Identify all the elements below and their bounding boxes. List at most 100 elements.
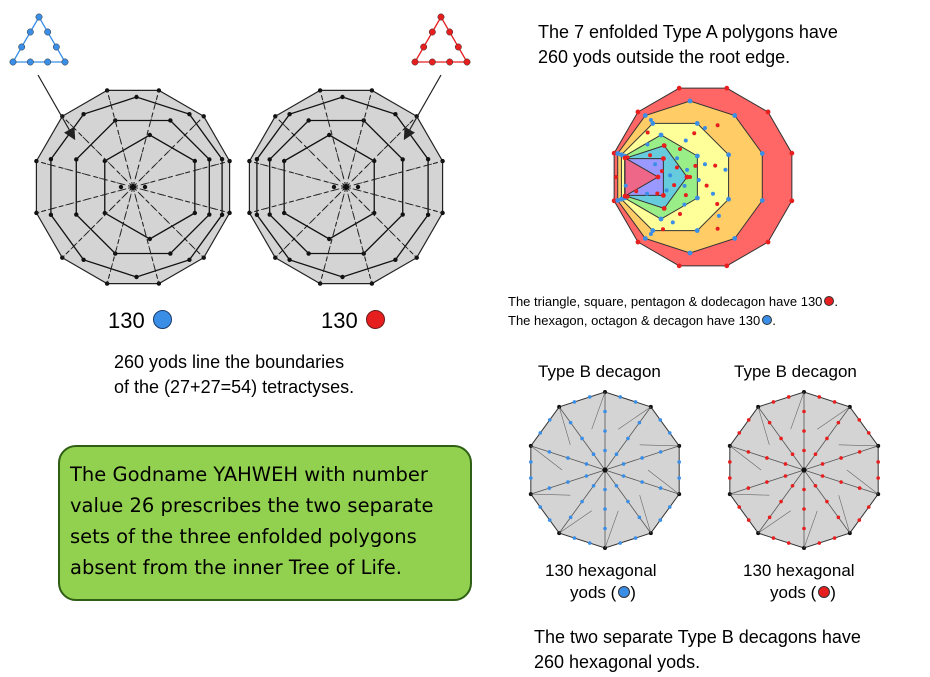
arrow-right bbox=[403, 74, 442, 141]
hexagonal-yod bbox=[771, 400, 776, 404]
tetractys-yod bbox=[9, 58, 17, 66]
center-dot bbox=[331, 184, 337, 190]
type-a-inner-yod bbox=[634, 189, 639, 194]
vertex-dot bbox=[74, 212, 79, 217]
vertex-dot bbox=[281, 210, 287, 216]
decagon-inner-line bbox=[558, 510, 592, 534]
hexagonal-yod bbox=[825, 499, 829, 504]
type-a-yod bbox=[694, 153, 700, 159]
hexagonal-yod bbox=[802, 429, 806, 433]
hexagonal-yod bbox=[667, 431, 672, 435]
hexagonal-yod bbox=[547, 450, 552, 454]
type-a-yod bbox=[650, 121, 656, 126]
count-red-label: 130 bbox=[321, 308, 385, 334]
hexagonal-yod bbox=[779, 436, 783, 441]
hexagonal-yod bbox=[857, 418, 862, 422]
tetractys-yod bbox=[26, 28, 34, 36]
vertex-dot bbox=[306, 251, 311, 256]
decagon-inner-line bbox=[639, 444, 680, 447]
vertex-dot bbox=[34, 158, 39, 164]
hexagonal-yod bbox=[538, 431, 543, 435]
type-a-yod bbox=[724, 85, 730, 91]
type-a-yod bbox=[759, 198, 765, 203]
hexagonal-yod bbox=[618, 395, 623, 399]
hexagonal-yod bbox=[817, 395, 822, 399]
bottom-right-line1: The two separate Type B decagons have bbox=[534, 627, 861, 647]
hexagonal-yod bbox=[779, 499, 783, 504]
type-a-yod bbox=[642, 113, 648, 118]
vertex-dot bbox=[207, 157, 212, 162]
hexagonal-yod bbox=[591, 483, 596, 488]
hexagonal-yod bbox=[737, 505, 742, 509]
tetractys-yod bbox=[454, 43, 462, 51]
type-a-inner-yod bbox=[623, 183, 628, 188]
type-a-inner-yod bbox=[693, 163, 698, 168]
type-a-yod bbox=[658, 216, 664, 222]
tetractys-yod bbox=[463, 58, 471, 66]
type-a-yod bbox=[726, 152, 731, 158]
vertex-dot bbox=[187, 257, 192, 263]
hexagonal-yod bbox=[783, 474, 788, 478]
note-line1: The triangle, square, pentagon & dodecag… bbox=[508, 293, 838, 311]
red-yod-icon bbox=[365, 310, 385, 329]
hexagonal-yod bbox=[786, 395, 791, 399]
vertex-dot bbox=[192, 210, 198, 216]
hexagonal-yod bbox=[626, 436, 630, 441]
tetractys-yod bbox=[44, 58, 52, 66]
note-line1-period: . bbox=[834, 294, 839, 309]
type-a-inner-yod bbox=[670, 220, 675, 225]
hexagonal-yod bbox=[790, 452, 795, 457]
hexagonal-yod bbox=[836, 420, 841, 425]
dashed-spoke bbox=[274, 115, 347, 188]
type-a-inner-yod bbox=[683, 138, 688, 143]
hexagonal-yod bbox=[813, 483, 818, 488]
decagon-inner-line bbox=[846, 469, 879, 495]
decagon-right-title: Type B decagon bbox=[734, 362, 857, 381]
type-a-yod bbox=[684, 174, 690, 180]
hexagonal-yod bbox=[876, 476, 880, 480]
type-a-yod bbox=[687, 250, 693, 256]
type-a-yod bbox=[642, 236, 648, 241]
vertex-dot bbox=[48, 212, 54, 218]
type-a-yod bbox=[694, 195, 700, 201]
decagon-left-caption2-text: yods ( bbox=[570, 583, 617, 602]
hexagonal-yod bbox=[802, 487, 806, 492]
hexagonal-yod bbox=[728, 476, 732, 480]
type-a-inner-yod bbox=[672, 183, 677, 188]
hexagonal-yod bbox=[547, 518, 552, 522]
red-yod-caption-icon bbox=[818, 586, 831, 598]
type-a-yod bbox=[661, 143, 667, 149]
type-a-inner-yod bbox=[692, 131, 697, 136]
type-a-inner-yod bbox=[682, 183, 687, 188]
decagon-inner-line bbox=[817, 406, 851, 430]
type-a-inner-yod bbox=[723, 167, 728, 172]
hexagonal-yod bbox=[568, 420, 573, 425]
decagon-right-caption-close: ) bbox=[830, 583, 836, 602]
hexagonal-yod bbox=[603, 429, 607, 433]
blue-yod-icon bbox=[152, 310, 172, 329]
decagon-left-caption1: 130 hexagonal bbox=[545, 561, 657, 580]
hexagonal-yod bbox=[790, 483, 795, 488]
decagon-inner-line bbox=[530, 445, 563, 471]
hexagonal-yod bbox=[566, 456, 570, 460]
hexagonal-yod bbox=[857, 486, 862, 490]
yahweh-callout-box: The Godname YAHWEH with number value 26 … bbox=[58, 445, 472, 601]
hexagonal-yod bbox=[817, 541, 822, 545]
vertex-dot bbox=[187, 111, 192, 117]
hexagonal-yod bbox=[640, 456, 644, 460]
hexagonal-yod bbox=[786, 541, 791, 545]
type-a-inner-yod bbox=[682, 202, 687, 207]
decagon-inner-line bbox=[530, 493, 571, 496]
arrow-left bbox=[37, 74, 76, 141]
type-a-yod bbox=[732, 113, 738, 118]
hexagonal-yod bbox=[802, 448, 806, 453]
vertex-dot bbox=[207, 212, 212, 217]
decagon-right-caption2: yods () bbox=[770, 581, 836, 605]
note-line2: The hexagon, octagon & decagon have 130. bbox=[508, 312, 776, 330]
red-yod-small-icon bbox=[824, 296, 835, 306]
center-dot bbox=[118, 184, 124, 190]
vertex-dot bbox=[168, 118, 173, 123]
tetractys-yod bbox=[44, 28, 52, 36]
